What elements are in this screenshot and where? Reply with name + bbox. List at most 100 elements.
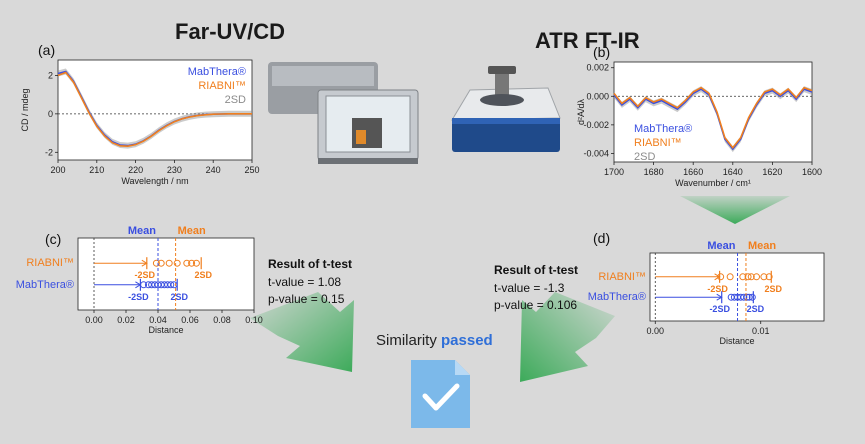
legend-riabni: RIABNI™	[198, 80, 246, 92]
data-point	[192, 259, 200, 267]
right-title: ATR FT-IR	[535, 28, 640, 53]
minus-2sd-label: -2SD	[709, 304, 730, 314]
y-tick-label: 0.002	[586, 63, 609, 73]
data-point	[188, 259, 196, 267]
data-point	[739, 273, 747, 281]
minus-2sd-label: -2SD	[128, 292, 149, 302]
data-point	[753, 273, 761, 281]
series-line	[613, 86, 813, 149]
row-label: RIABNI™	[598, 271, 646, 283]
data-point	[140, 281, 148, 289]
mean-label-riabni: Mean	[178, 225, 206, 237]
data-point	[165, 259, 173, 267]
data-point	[760, 273, 768, 281]
data-point	[743, 293, 751, 301]
x-tick-label: 0.08	[213, 315, 231, 325]
data-point	[167, 281, 175, 289]
x-tick-label: 1600	[802, 167, 822, 177]
x-axis-label: Distance	[148, 325, 183, 335]
x-tick-label: 220	[128, 165, 143, 175]
ttest-right-p-value: p-value = 0.106	[494, 298, 577, 312]
data-point	[745, 293, 753, 301]
x-tick-label: 250	[244, 165, 259, 175]
data-point	[152, 259, 160, 267]
sd2-band	[614, 86, 812, 153]
plus-2sd-label: 2SD	[194, 270, 212, 280]
row-label: RIABNI™	[26, 257, 74, 269]
y-axis-label: d²A/dλ	[576, 98, 586, 125]
y-axis-label: CD / mdeg	[20, 88, 30, 131]
x-tick-label: 1640	[723, 167, 743, 177]
y-tick-label: -0.004	[583, 148, 609, 158]
legend-2sd: 2SD	[225, 94, 246, 106]
ttest-right-heading: Result of t-test	[494, 263, 578, 277]
legend-mabthera: MabThera®	[188, 66, 246, 78]
plot-frame	[649, 252, 825, 322]
plot-frame	[613, 61, 813, 163]
mean-label-riabni: Mean	[748, 240, 776, 252]
minus-2sd-label: -2SD	[707, 284, 728, 294]
panel-label: (c)	[45, 231, 61, 247]
plot-frame	[77, 237, 255, 311]
legend-mabthera: MabThera®	[634, 123, 692, 135]
ttest-right-box: Result of t-test t-value = -1.3 p-value …	[494, 263, 578, 312]
x-tick-label: 0.00	[85, 315, 103, 325]
data-point	[183, 259, 191, 267]
minus-2sd-label: -2SD	[135, 270, 156, 280]
row-label: MabThera®	[16, 279, 74, 291]
legend-riabni: RIABNI™	[634, 137, 682, 149]
x-axis-label: Wavelength / nm	[121, 176, 188, 186]
x-tick-label: 0.06	[181, 315, 199, 325]
panel-label: (a)	[38, 42, 55, 58]
y-tick-label: -0.002	[583, 120, 609, 130]
x-tick-label: 1620	[762, 167, 782, 177]
x-tick-label: 0.04	[149, 315, 167, 325]
x-tick-label: 230	[167, 165, 182, 175]
x-tick-label: 200	[50, 165, 65, 175]
data-point	[717, 273, 725, 281]
y-tick-label: 0	[48, 109, 53, 119]
left-title: Far-UV/CD	[175, 19, 285, 44]
x-axis-label: Wavenumber / cm¹	[675, 178, 751, 188]
ttest-left-box: Result of t-test t-value = 1.08 p-value …	[268, 257, 352, 306]
data-point	[170, 281, 178, 289]
data-point	[744, 273, 752, 281]
x-axis-label: Distance	[719, 336, 754, 346]
legend-2sd: 2SD	[634, 151, 655, 163]
x-tick-label: 0.10	[245, 315, 263, 325]
x-tick-label: 1680	[644, 167, 664, 177]
ttest-left-heading: Result of t-test	[268, 257, 352, 271]
x-tick-label: 0.02	[117, 315, 135, 325]
ttest-left-t-value: t-value = 1.08	[268, 275, 341, 289]
cd-spectrometer-illustration	[268, 62, 419, 164]
plus-2sd-label: 2SD	[170, 292, 188, 302]
green-arrow-left-diagonal-icon	[250, 292, 354, 372]
x-tick-label: 210	[89, 165, 104, 175]
mean-label-mabthera: Mean	[707, 240, 735, 252]
similarity-prefix: Similarity	[376, 332, 441, 349]
green-arrow-down-right-icon	[680, 196, 790, 224]
data-point	[740, 293, 748, 301]
panel-label: (b)	[593, 44, 610, 60]
mean-label-mabthera: Mean	[128, 225, 156, 237]
data-point	[748, 293, 756, 301]
panel-label: (d)	[593, 230, 610, 246]
row-label: MabThera®	[588, 291, 646, 303]
plot-frame	[57, 59, 253, 161]
ftir-spectrometer-illustration	[451, 66, 561, 152]
x-tick-label: 240	[206, 165, 221, 175]
x-tick-label: 0.01	[752, 326, 770, 336]
similarity-result: Similarity passed	[376, 332, 493, 349]
green-arrow-right-diagonal-icon	[520, 292, 615, 382]
data-point	[173, 259, 181, 267]
data-point	[765, 273, 773, 281]
chart-c-distance-plot: RIABNI™ -2SD 2SD MabThera® -2SD 2SD Mean Mean 0.…	[16, 225, 263, 335]
x-tick-label: 1660	[683, 167, 703, 177]
data-point	[726, 273, 734, 281]
document-check-icon	[411, 360, 470, 428]
plus-2sd-label: 2SD	[747, 304, 765, 314]
